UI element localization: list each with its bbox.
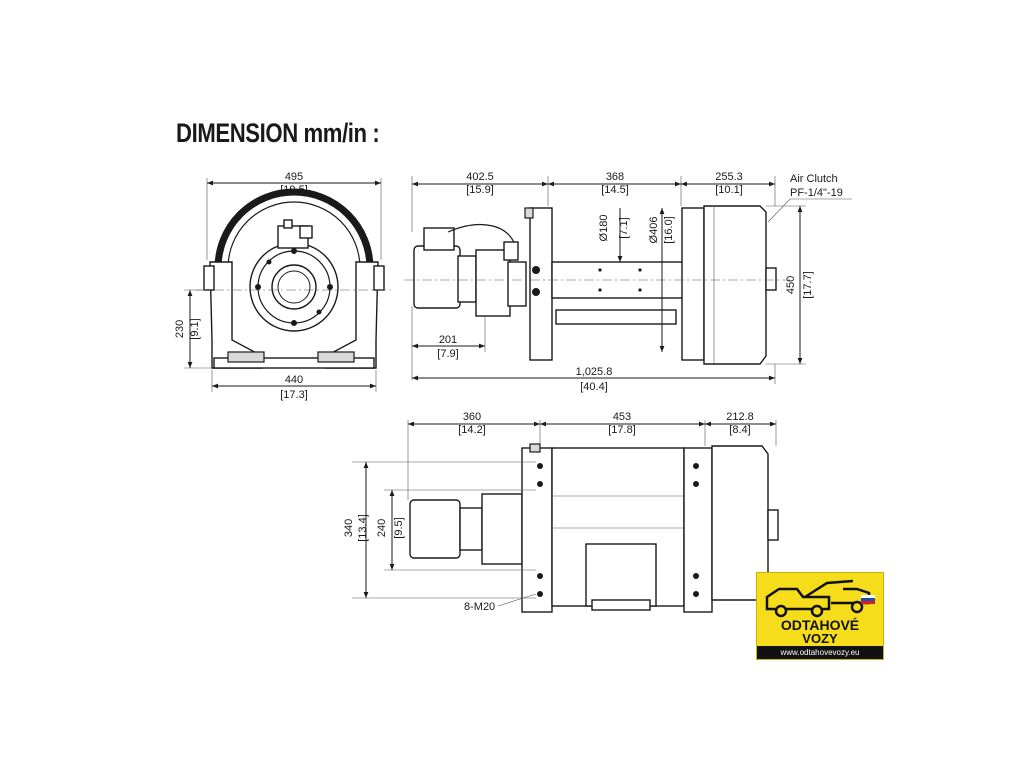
tow-truck-icon <box>765 579 875 618</box>
air-clutch-thread: PF-1/4"-19 <box>790 187 843 199</box>
side-seg2-in: [14.5] <box>601 184 629 196</box>
side-height-in: [17.7] <box>802 271 814 299</box>
top-view: 360 [14.2] 453 [17.8] 212.8 [8.4] <box>343 411 779 613</box>
side-seg3: 255.3 <box>715 171 743 183</box>
top-seg3-in: [8.4] <box>729 424 750 436</box>
logo-line1: ODTAHOVÉ <box>780 617 860 633</box>
top-seg1-in: [14.2] <box>458 424 486 436</box>
side-seg1-in: [15.9] <box>466 184 494 196</box>
front-height-center-in: [9.1] <box>189 318 201 339</box>
side-seg2: 368 <box>606 171 624 183</box>
side-dia2-in: [16.0] <box>663 216 675 244</box>
front-view: 495 [19.5] 230 [9.1] <box>174 171 392 401</box>
side-dia1: Ø180 <box>598 215 610 242</box>
side-total-length: 1,025.8 <box>576 366 613 378</box>
top-seg2-in: [17.8] <box>608 424 636 436</box>
page-title: DIMENSION mm/in : <box>176 118 380 148</box>
side-view: 402.5 [15.9] 368 [14.5] 255.3 [10.1] Air… <box>404 171 852 393</box>
top-height-outer-in: [13.4] <box>357 514 369 542</box>
side-dia2: Ø406 <box>648 217 660 244</box>
top-seg3: 212.8 <box>726 411 754 423</box>
side-motor-length-in: [7.9] <box>437 348 458 360</box>
side-motor-length: 201 <box>439 334 457 346</box>
side-seg1: 402.5 <box>466 171 494 183</box>
side-height: 450 <box>785 276 797 294</box>
company-logo: ODTAHOVÉ VOZY www.odtahovevozy.eu <box>756 572 884 660</box>
side-dia1-in: [7.1] <box>618 217 630 238</box>
logo-url: www.odtahovevozy.eu <box>757 646 883 659</box>
logo-line2: VOZY <box>802 631 838 646</box>
top-height-outer: 340 <box>343 519 355 537</box>
front-width-base: 440 <box>285 374 303 386</box>
side-seg3-in: [10.1] <box>715 184 743 196</box>
top-height-inner: 240 <box>376 519 388 537</box>
air-clutch-label: Air Clutch <box>790 173 838 185</box>
top-seg2: 453 <box>613 411 631 423</box>
side-total-length-in: [40.4] <box>580 381 608 393</box>
front-width-base-in: [17.3] <box>280 389 308 401</box>
bolts-callout: 8-M20 <box>464 601 495 613</box>
top-height-inner-in: [9.5] <box>393 517 405 538</box>
front-width-top: 495 <box>285 171 303 183</box>
top-seg1: 360 <box>463 411 481 423</box>
front-height-center: 230 <box>174 320 186 338</box>
